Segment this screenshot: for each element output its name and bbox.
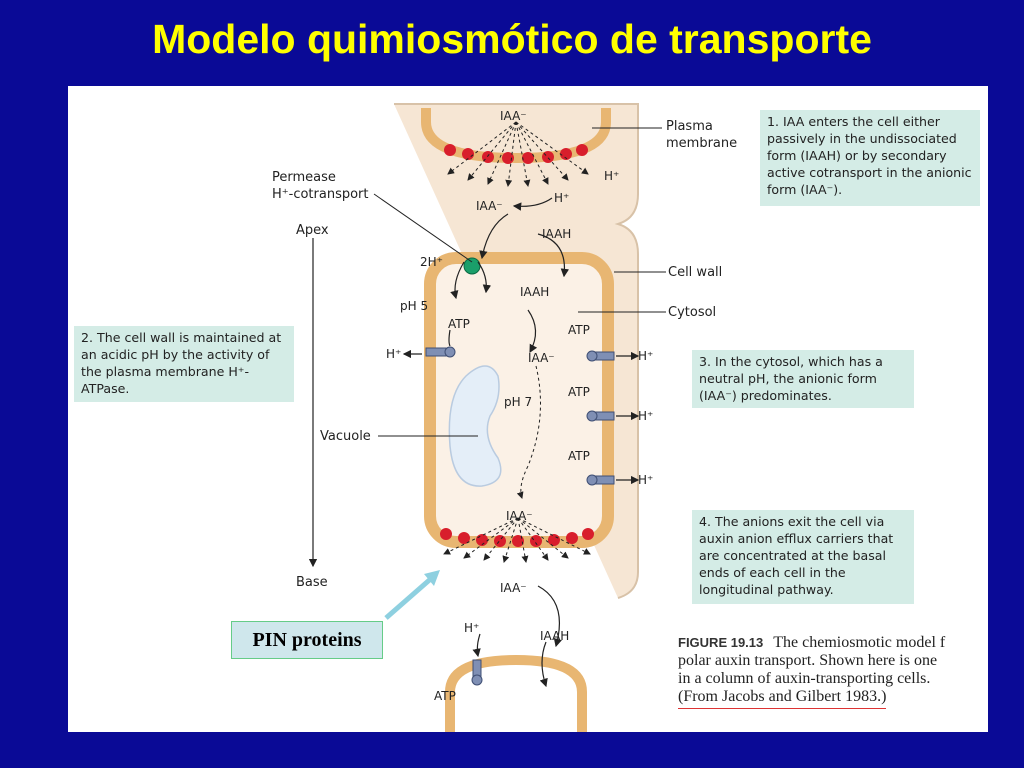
efflux-carrier	[560, 148, 572, 160]
right-atpase-pump	[586, 474, 640, 486]
label-cytosol: Cytosol	[668, 305, 716, 320]
label-iaah-bottom: IAAH	[540, 629, 569, 643]
efflux-carrier	[530, 535, 542, 547]
label-atp-right-1: ATP	[568, 323, 590, 337]
right-atpase-pump	[586, 350, 640, 362]
iaah-to-iaa-arrow	[527, 309, 538, 354]
label-h-cotransport-site: H⁺	[554, 191, 569, 205]
efflux-carrier	[522, 152, 534, 164]
iaa-entry-arrow	[479, 213, 509, 260]
h-cotransport-arrow	[512, 197, 553, 211]
label-ph5: pH 5	[400, 299, 428, 313]
label-h-right-3: H⁺	[638, 473, 653, 487]
top-efflux-carriers	[444, 144, 588, 164]
bottom-cell-pump	[471, 659, 483, 686]
efflux-carrier	[576, 144, 588, 156]
label-atp-left: ATP	[448, 317, 470, 331]
label-permease: Permease	[272, 170, 336, 185]
caption-line-1: FIGURE 19.13 The chemiosmotic model f	[678, 634, 988, 652]
efflux-carrier	[512, 535, 524, 547]
label-iaa-wall: IAA⁻	[476, 199, 503, 213]
note-iaa-entry: 1. IAA enters the cell either passively …	[760, 110, 980, 206]
label-atp-right-2: ATP	[568, 385, 590, 399]
bottom-entry-arrow	[537, 585, 562, 648]
note-anion-exit: 4. The anions exit the cell via auxin an…	[692, 510, 914, 604]
label-2h: 2H⁺	[420, 255, 443, 269]
label-membrane: membrane	[666, 136, 737, 151]
top-fan-arrows	[447, 121, 589, 187]
caption-line-2: polar auxin transport. Shown here is one	[678, 652, 938, 669]
pin-pointer-arrow	[384, 574, 436, 620]
label-plasma: Plasma	[666, 119, 713, 134]
permease-arrow-2	[477, 261, 492, 294]
label-iaah-cytosol: IAAH	[520, 285, 549, 299]
label-atp-bottom: ATP	[434, 689, 456, 703]
pin-proteins-label: PIN proteins	[231, 621, 383, 659]
efflux-carrier	[548, 534, 560, 546]
note-cytosol-ph: 3. In the cytosol, which has a neutral p…	[692, 350, 914, 408]
pin-pointer-arrow-head	[424, 570, 440, 586]
label-ph7: pH 7	[504, 395, 532, 409]
efflux-carrier	[458, 532, 470, 544]
label-h-left: H⁺	[386, 347, 401, 361]
note-cell-wall-ph: 2. The cell wall is maintained at an aci…	[74, 326, 294, 402]
permease-cotransporter	[463, 257, 481, 275]
label-h-bottom: H⁺	[464, 621, 479, 635]
figure-caption: FIGURE 19.13 The chemiosmotic model f pol…	[678, 634, 988, 709]
label-iaah-wall: IAAH	[542, 227, 571, 241]
permease-arrow-1	[450, 261, 465, 300]
bottom-cell-wall	[445, 654, 587, 732]
efflux-carrier	[444, 144, 456, 156]
vacuole-shape	[448, 365, 502, 487]
bottom-iaah-arrow	[539, 641, 548, 688]
chemiosmotic-diagram: Plasma membrane Permease H⁺-cotransport …	[272, 103, 737, 732]
caption-source: (From Jacobs and Gilbert 1983.)	[678, 688, 887, 709]
caption-text-1: The chemiosmotic model f	[773, 634, 946, 651]
figure-panel: Plasma membrane Permease H⁺-cotransport …	[68, 86, 988, 732]
iaah-entry-arrow	[537, 233, 570, 278]
left-atpase-pump	[402, 329, 456, 359]
bottom-fan-arrows	[443, 517, 591, 563]
label-base: Base	[296, 575, 328, 590]
label-h-right-2: H⁺	[638, 409, 653, 423]
label-iaa-top: IAA⁻	[500, 109, 527, 123]
label-vacuole: Vacuole	[320, 429, 371, 444]
label-h-cotransport: H⁺-cotransport	[272, 187, 369, 202]
efflux-carrier	[440, 528, 452, 540]
label-apex: Apex	[296, 223, 329, 238]
label-iaa-lower-wall: IAA⁻	[500, 581, 527, 595]
label-atp-right-3: ATP	[568, 449, 590, 463]
caption-line-3: in a column of auxin-transporting cells.	[678, 670, 931, 687]
label-iaa-bottom: IAA⁻	[506, 509, 533, 523]
bottom-h-arrow	[472, 633, 481, 658]
caption-line-4: (From Jacobs and Gilbert 1983.)	[678, 688, 988, 709]
caption-figure-number: FIGURE 19.13	[678, 635, 764, 650]
efflux-carrier	[566, 532, 578, 544]
leader-lines	[373, 127, 666, 437]
efflux-carrier	[502, 152, 514, 164]
slide-title: Modelo quimiosmótico de transporte	[152, 16, 872, 62]
label-iaa-cytosol: IAA⁻	[528, 351, 555, 365]
label-h-right-1: H⁺	[638, 349, 653, 363]
bottom-efflux-carriers	[440, 528, 594, 547]
top-cell-wall	[421, 108, 611, 164]
efflux-carrier	[462, 148, 474, 160]
efflux-carrier	[542, 151, 554, 163]
right-atpase-pump	[586, 410, 640, 422]
diagram-labels: Plasma membrane Permease H⁺-cotransport …	[272, 109, 737, 703]
efflux-carrier	[494, 535, 506, 547]
efflux-carrier	[582, 528, 594, 540]
cytosol-diffusion-path	[516, 365, 541, 499]
label-cell-wall: Cell wall	[668, 265, 722, 280]
label-h-top-right: H⁺	[604, 169, 619, 183]
